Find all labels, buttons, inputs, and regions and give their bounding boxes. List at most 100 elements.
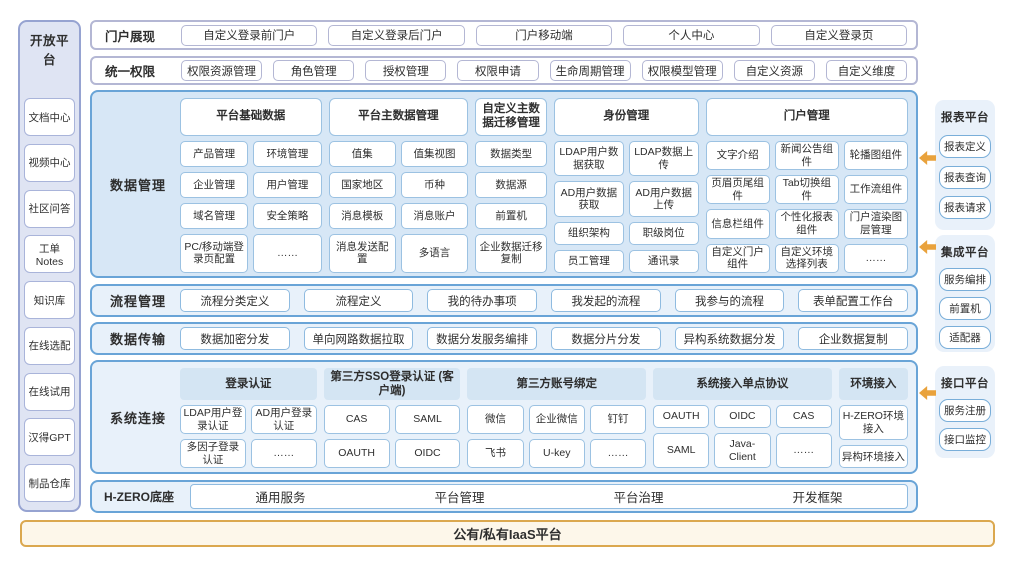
- dm-item: 职级岗位: [628, 221, 699, 245]
- data-transfer-section: 数据传输 数据加密分发单向网路数据拉取数据分发服务编排数据分片分发异构系统数据分…: [90, 322, 918, 355]
- dm-item: LDAP数据上传: [628, 141, 699, 177]
- transfer-item: 单向网路数据拉取: [303, 327, 414, 350]
- unified-permission-items: 权限资源管理角色管理授权管理权限申请生命周期管理权限模型管理自定义资源自定义维度: [181, 60, 907, 81]
- dm-item: 自定义门户组件: [705, 243, 770, 273]
- dm-item: 值集: [328, 141, 396, 168]
- sidebar-item: 文档中心: [24, 98, 75, 136]
- interface-platform-items: 服务注册接口监控: [939, 399, 991, 451]
- process-management-items: 流程分类定义流程定义我的待办事项我发起的流程我参与的流程表单配置工作台: [180, 289, 909, 312]
- left-arrow-icon: [919, 151, 936, 165]
- sys-group-header: 环境接入: [838, 368, 908, 400]
- dm-item: AD用户数据获取: [553, 181, 624, 217]
- report-platform-items: 报表定义报表查询报表请求: [939, 133, 991, 221]
- dm-item: 消息发送配置: [328, 234, 396, 273]
- dm-item: 产品管理: [180, 141, 249, 168]
- dm-item: ……: [843, 243, 908, 273]
- dm-item: 轮播图组件: [843, 141, 908, 171]
- permission-item: 角色管理: [273, 60, 355, 81]
- hzero-item: 平台管理: [434, 491, 485, 505]
- permission-item: 自定义维度: [825, 60, 907, 81]
- integration-platform-title: 集成平台: [941, 247, 989, 259]
- dm-item: 信息栏组件: [705, 209, 770, 239]
- dm-item: 环境管理: [253, 141, 322, 168]
- dm-item: 工作流组件: [843, 175, 908, 205]
- process-item: 我发起的流程: [551, 289, 661, 312]
- sys-item: SAML: [394, 405, 461, 435]
- dm-item: 页眉页尾组件: [705, 175, 770, 205]
- dm-item: Tab切换组件: [774, 175, 839, 205]
- dm-item: LDAP用户数据获取: [553, 141, 624, 177]
- process-item: 我的待办事项: [427, 289, 538, 312]
- dm-item: PC/移动端登录页配置: [180, 234, 249, 273]
- dm-item: 新闻公告组件: [774, 141, 839, 171]
- interface-platform-group: 接口平台 服务注册接口监控: [935, 366, 995, 458]
- sys-item: 企业微信: [528, 405, 585, 435]
- dm-group-header: 平台基础数据: [180, 98, 322, 136]
- sidebar-item: 知识库: [24, 281, 75, 319]
- dm-group-items: 数据类型数据源前置机企业数据迁移复制: [475, 141, 547, 273]
- dm-item: 国家地区: [328, 172, 396, 199]
- sys-group-header: 第三方SSO登录认证 (客户端): [323, 368, 461, 400]
- sys-item: SAML: [653, 432, 710, 469]
- permission-item: 权限申请: [457, 60, 539, 81]
- dm-item: 消息账户: [400, 203, 469, 230]
- open-platform-title: 开放平台: [29, 34, 69, 67]
- dm-group-header: 自定义主数据迁移管理: [475, 98, 547, 136]
- dm-item: 通讯录: [628, 249, 699, 273]
- portal-item: 自定义登录前门户: [181, 24, 318, 46]
- process-management-section: 流程管理 流程分类定义流程定义我的待办事项我发起的流程我参与的流程表单配置工作台: [90, 284, 918, 317]
- hzero-base-label: H-ZERO底座: [104, 490, 174, 504]
- sys-item: OAUTH: [323, 439, 390, 469]
- dm-item: 自定义环境选择列表: [774, 243, 839, 273]
- unified-permission-label: 统一权限: [105, 65, 156, 79]
- dm-item: 组织架构: [553, 221, 624, 245]
- sys-item: Java-Client: [714, 432, 771, 469]
- sidebar-item: 制品仓库: [24, 464, 75, 502]
- dm-item: 多语言: [400, 234, 469, 273]
- sidebar-item: 在线试用: [24, 372, 75, 411]
- sys-item: 异构环境接入: [838, 445, 908, 469]
- sys-item: ……: [775, 432, 832, 469]
- process-item: 我参与的流程: [674, 289, 785, 312]
- sys-item: AD用户登录认证: [250, 405, 317, 435]
- sidebar-item: 汉得GPT: [24, 418, 75, 457]
- sidebar-item: 工单Notes: [24, 235, 75, 274]
- dm-item: 域名管理: [180, 203, 249, 230]
- transfer-item: 异构系统数据分发: [674, 327, 785, 350]
- sys-group-header: 登录认证: [180, 368, 317, 400]
- integration-platform-item: 前置机: [939, 297, 991, 320]
- transfer-item: 企业数据复制: [798, 327, 909, 350]
- permission-item: 自定义资源: [733, 60, 815, 81]
- process-management-label: 流程管理: [109, 294, 166, 309]
- data-transfer-label: 数据传输: [109, 332, 166, 347]
- dm-item: 用户管理: [253, 172, 322, 199]
- dm-item: 安全策略: [253, 203, 322, 230]
- sys-item: 多因子登录认证: [180, 439, 246, 469]
- portal-display-items: 自定义登录前门户自定义登录后门户门户移动端个人中心自定义登录页: [181, 24, 908, 46]
- sys-item: CAS: [323, 405, 390, 435]
- hzero-item: 通用服务: [255, 491, 306, 505]
- data-management-label: 数据管理: [109, 177, 166, 193]
- portal-display-label: 门户展现: [105, 29, 156, 44]
- sys-group-env-access: 环境接入 H-ZERO环境接入异构环境接入: [838, 368, 908, 469]
- data-transfer-items: 数据加密分发单向网路数据拉取数据分发服务编排数据分片分发异构系统数据分发企业数据…: [180, 327, 909, 350]
- iaas-platform-bar: 公有/私有IaaS平台: [20, 520, 995, 547]
- transfer-item: 数据分发服务编排: [427, 327, 538, 350]
- sys-item: ……: [589, 439, 647, 469]
- dm-item: ……: [253, 234, 322, 273]
- hzero-item: 平台治理: [613, 491, 664, 505]
